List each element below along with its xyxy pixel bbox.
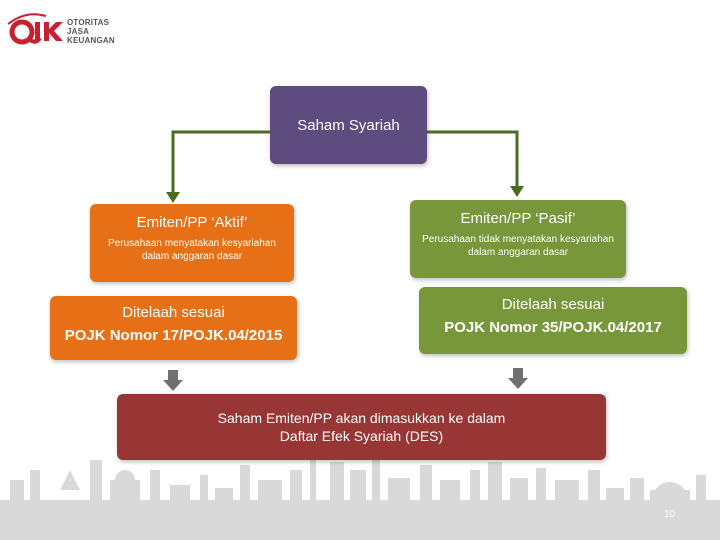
saham-syariah-label: Saham Syariah [297, 117, 400, 134]
review-aktif-regulation: POJK Nomor 17/POJK.04/2015 [50, 327, 297, 344]
review-pasif-regulation: POJK Nomor 35/POJK.04/2017 [419, 319, 687, 336]
emiten-pasif-box: Emiten/PP ‘Pasif’ Perusahaan tidak menya… [410, 200, 626, 278]
left-branch-arrowhead [166, 192, 180, 203]
left-down-arrow-head [163, 380, 183, 391]
emiten-aktif-title: Emiten/PP ‘Aktif’ [90, 214, 294, 231]
des-result-box: Saham Emiten/PP akan dimasukkan ke dalam… [117, 394, 606, 460]
review-pasif-line1: Ditelaah sesuai [419, 296, 687, 313]
left-down-arrow-shaft [168, 370, 178, 380]
review-aktif-box: Ditelaah sesuai POJK Nomor 17/POJK.04/20… [50, 296, 297, 360]
review-pasif-box: Ditelaah sesuai POJK Nomor 35/POJK.04/20… [419, 287, 687, 354]
right-down-arrow-shaft [513, 368, 523, 378]
emiten-aktif-description: Perusahaan menyatakan kesyariahan dalam … [90, 237, 294, 263]
page-number: 10 [664, 509, 675, 520]
saham-syariah-box: Saham Syariah [270, 86, 427, 164]
left-branch-connector [173, 132, 270, 194]
review-aktif-line1: Ditelaah sesuai [50, 304, 297, 321]
emiten-pasif-title: Emiten/PP ‘Pasif’ [410, 210, 626, 227]
right-branch-arrowhead [510, 186, 524, 197]
emiten-pasif-description: Perusahaan tidak menyatakan kesyariahan … [410, 233, 626, 259]
right-branch-connector [427, 132, 517, 188]
emiten-aktif-box: Emiten/PP ‘Aktif’ Perusahaan menyatakan … [90, 204, 294, 282]
des-result-line1: Saham Emiten/PP akan dimasukkan ke dalam [117, 409, 606, 427]
right-down-arrow-head [508, 378, 528, 389]
des-result-line2: Daftar Efek Syariah (DES) [117, 427, 606, 445]
